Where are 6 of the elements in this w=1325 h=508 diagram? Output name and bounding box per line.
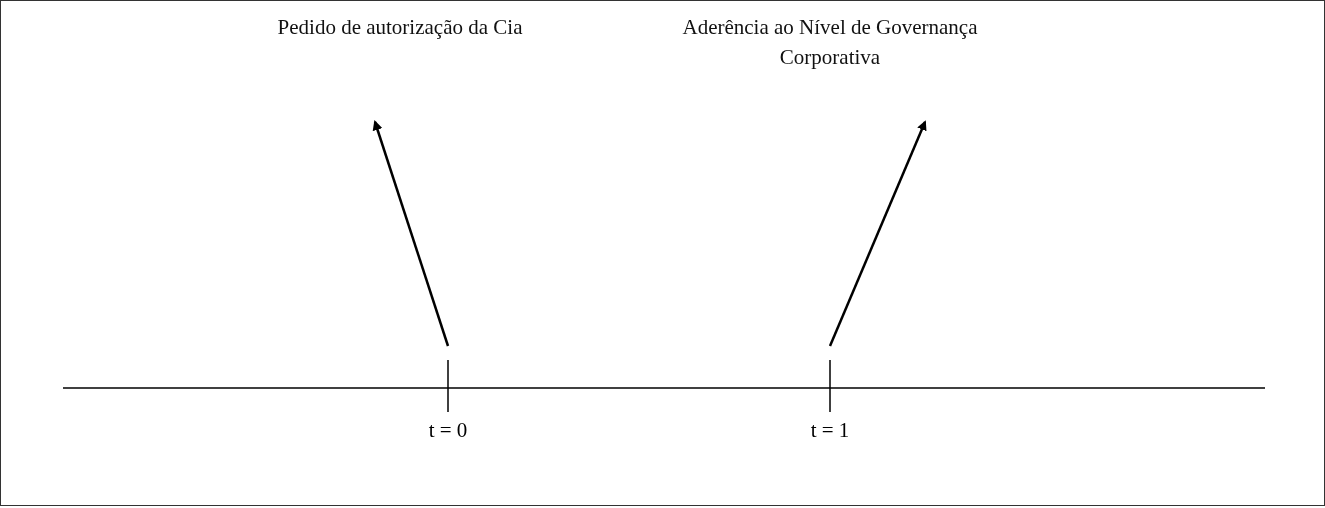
arrow: [372, 120, 450, 347]
arrow: [828, 120, 927, 347]
event-label: Pedido de autorização da Cia: [220, 12, 580, 42]
tick-label: t = 1: [809, 418, 851, 443]
event-label: Aderência ao Nível de Governança Corporativa: [650, 12, 1010, 72]
tick-label: t = 0: [427, 418, 469, 443]
